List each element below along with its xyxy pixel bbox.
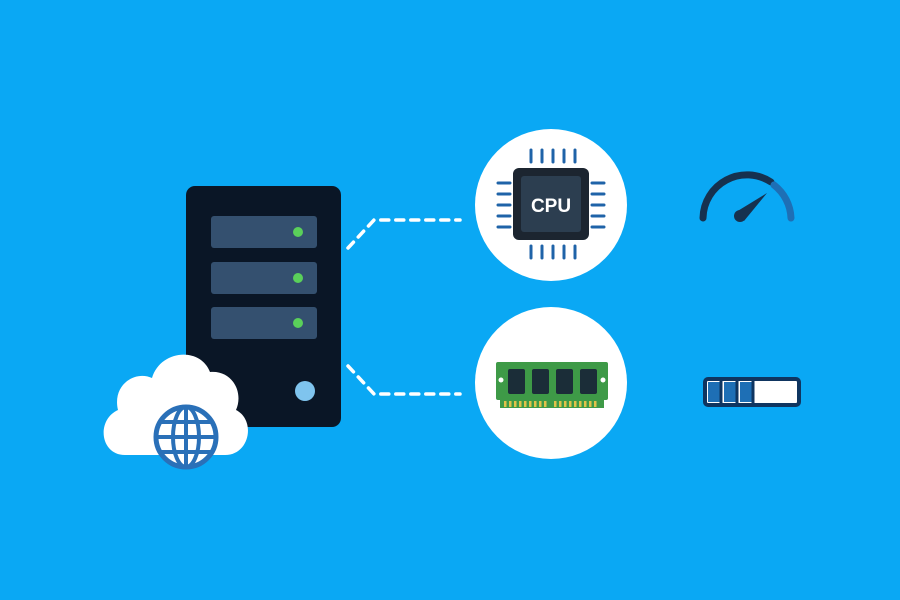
power-button [295, 381, 315, 401]
memory-usage-bar-icon [703, 377, 801, 407]
cpu-chip-icon: CPU [496, 148, 606, 260]
speedometer-gauge-icon [699, 171, 795, 222]
globe-icon [153, 404, 219, 470]
status-led [293, 318, 303, 328]
drive-slot [211, 216, 317, 248]
connector-to-ram [346, 364, 462, 396]
connector-to-cpu [346, 218, 462, 250]
drive-slot [211, 262, 317, 294]
memory-bar-segment [724, 382, 737, 402]
cpu-label: CPU [531, 196, 571, 217]
status-led [293, 227, 303, 237]
ram-module-icon [496, 362, 608, 408]
memory-bar-segment [740, 382, 753, 402]
memory-bar-segment [708, 382, 721, 402]
ram-badge [475, 307, 627, 459]
cpu-badge: CPU [475, 129, 627, 281]
status-led [293, 273, 303, 283]
server-tower-icon [186, 186, 341, 427]
drive-slot [211, 307, 317, 339]
connector-lines [346, 218, 462, 396]
